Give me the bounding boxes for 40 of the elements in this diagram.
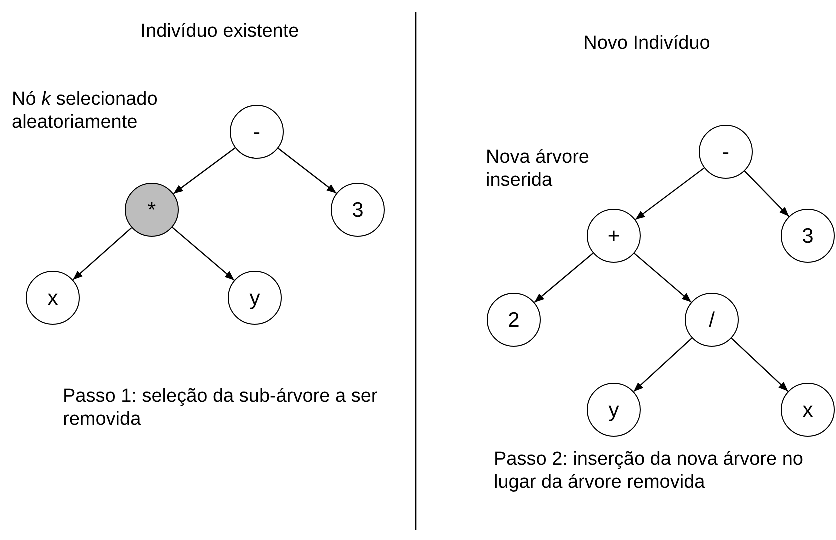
node-label: * [148,200,156,220]
arrow [635,168,705,220]
node-label: 2 [508,310,520,330]
node-label: x [802,400,814,420]
arrow [72,228,132,280]
node-label: 3 [352,200,364,220]
tree-node-circle [125,183,179,237]
arrow [278,148,337,194]
node-caption: Nova árvore inserida [486,146,590,192]
tree-node-circle [781,209,835,263]
tree-node-circle [685,293,739,347]
arrow [731,338,789,392]
step-caption: Passo 1: seleção da sub-árvore a ser removida [63,385,379,431]
arrow [173,148,236,194]
node-label: + [608,226,620,246]
node-label: 3 [802,226,814,246]
arrow [744,170,790,218]
node-label: - [722,142,730,162]
tree-node-circle [781,383,835,437]
node-label: / [709,310,715,330]
arrow [633,338,693,392]
tree-node-circle [26,271,80,325]
node-label: y [608,400,620,420]
section-heading: Indivíduo existente [140,20,300,43]
tree-node-circle [230,105,284,159]
section-heading: Novo Indivíduo [582,32,712,55]
arrow [634,253,692,303]
tree-node-circle [228,271,282,325]
step-caption: Passo 2: inserção da nova árvore no lugar da árvore removida [494,448,804,494]
node-label: x [48,288,58,308]
arrow [534,252,594,304]
node-label: - [254,122,260,142]
node-label: y [250,288,260,308]
tree-node-circle [487,293,541,347]
tree-node-circle [587,209,641,263]
node-caption: Nó k selecionado aleatoriamente [12,88,159,134]
tree-node-circle [331,183,385,237]
tree-node-circle [699,125,753,179]
arrow [172,227,235,281]
tree-node-circle [587,383,641,437]
